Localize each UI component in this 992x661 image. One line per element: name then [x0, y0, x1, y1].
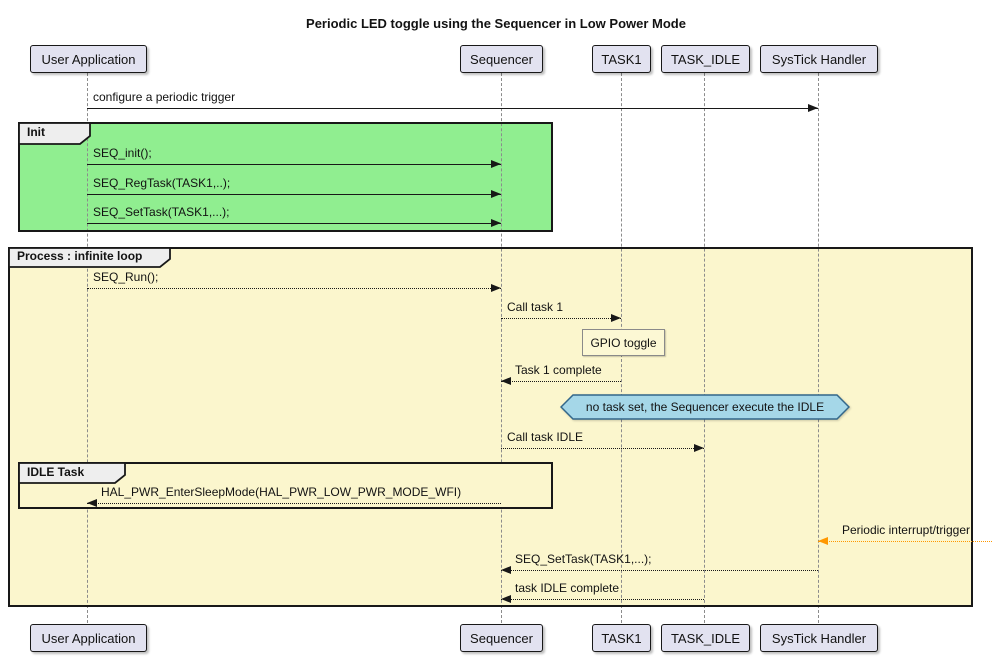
hexagon-note-text: no task set, the Sequencer execute the I…: [560, 395, 850, 419]
message-label: Call task IDLE: [501, 430, 704, 445]
participant-label: TASK1: [601, 52, 641, 67]
message-hal-pwr-entersleepmode: HAL_PWR_EnterSleepMode(HAL_PWR_LOW_PWR_M…: [87, 485, 501, 504]
diagram-title: Periodic LED toggle using the Sequencer …: [0, 16, 992, 31]
message-arrow-line: [501, 381, 621, 382]
message-arrow-line: [501, 448, 704, 449]
message-periodic-interrupt: Periodic interrupt/trigger: [818, 523, 992, 542]
init-group-label-text: Init: [27, 122, 45, 143]
message-arrow-line: [87, 194, 501, 195]
message-call-task-idle: Call task IDLE: [501, 430, 704, 449]
participant-label: TASK1: [601, 631, 641, 646]
message-label: Periodic interrupt/trigger: [818, 523, 992, 538]
participant-label: Sequencer: [470, 52, 533, 67]
message-arrow-line: [87, 503, 501, 504]
participant-label: User Application: [42, 631, 136, 646]
participant-sequencer-bottom: Sequencer: [460, 624, 543, 652]
gpio-toggle-note: GPIO toggle: [582, 329, 665, 356]
message-arrow-line: [87, 108, 818, 109]
message-arrow-line: [818, 541, 992, 542]
gpio-toggle-note-text: GPIO toggle: [590, 336, 656, 350]
message-label: task IDLE complete: [501, 581, 704, 596]
message-arrow-line: [501, 318, 621, 319]
message-label: SEQ_RegTask(TASK1,..);: [87, 176, 501, 191]
message-arrow-line: [87, 223, 501, 224]
participant-systick-handler-top: SysTick Handler: [760, 45, 878, 73]
message-seq-settask-isr: SEQ_SetTask(TASK1,...);: [501, 552, 818, 571]
participant-user-application-bottom: User Application: [30, 624, 147, 652]
participant-label: SysTick Handler: [772, 631, 866, 646]
participant-user-application-top: User Application: [30, 45, 147, 73]
message-call-task1: Call task 1: [501, 300, 621, 319]
message-label: Task 1 complete: [501, 363, 621, 378]
message-label: configure a periodic trigger: [87, 90, 818, 105]
message-arrow-line: [501, 570, 818, 571]
idle-hexagon-note: no task set, the Sequencer execute the I…: [560, 394, 850, 420]
message-arrow-line: [87, 164, 501, 165]
message-seq-init: SEQ_init();: [87, 146, 501, 165]
participant-task-idle-bottom: TASK_IDLE: [661, 624, 750, 652]
participant-label: Sequencer: [470, 631, 533, 646]
process-group-label-text: Process : infinite loop: [17, 247, 142, 266]
message-seq-settask-init: SEQ_SetTask(TASK1,...);: [87, 205, 501, 224]
init-group-label: Init: [18, 122, 91, 145]
participant-task-idle-top: TASK_IDLE: [661, 45, 750, 73]
process-group-label: Process : infinite loop: [8, 247, 171, 268]
message-label: HAL_PWR_EnterSleepMode(HAL_PWR_LOW_PWR_M…: [87, 485, 501, 500]
participant-label: TASK_IDLE: [671, 631, 740, 646]
message-arrow-line: [501, 599, 704, 600]
participant-label: TASK_IDLE: [671, 52, 740, 67]
participant-label: SysTick Handler: [772, 52, 866, 67]
message-arrow-line: [87, 288, 501, 289]
participant-task1-bottom: TASK1: [592, 624, 651, 652]
idle-task-group-label-text: IDLE Task: [27, 462, 84, 482]
message-label: SEQ_Run();: [87, 270, 501, 285]
message-seq-regtask: SEQ_RegTask(TASK1,..);: [87, 176, 501, 195]
message-task-idle-complete: task IDLE complete: [501, 581, 704, 600]
message-label: SEQ_init();: [87, 146, 501, 161]
message-configure-trigger: configure a periodic trigger: [87, 90, 818, 109]
process-group-border: [8, 247, 973, 607]
message-label: Call task 1: [501, 300, 621, 315]
participant-label: User Application: [42, 52, 136, 67]
participant-systick-handler-bottom: SysTick Handler: [760, 624, 878, 652]
message-task1-complete: Task 1 complete: [501, 363, 621, 382]
message-label: SEQ_SetTask(TASK1,...);: [501, 552, 818, 567]
idle-task-group-label: IDLE Task: [18, 462, 126, 484]
message-label: SEQ_SetTask(TASK1,...);: [87, 205, 501, 220]
message-seq-run: SEQ_Run();: [87, 270, 501, 289]
participant-sequencer-top: Sequencer: [460, 45, 543, 73]
participant-task1-top: TASK1: [592, 45, 651, 73]
